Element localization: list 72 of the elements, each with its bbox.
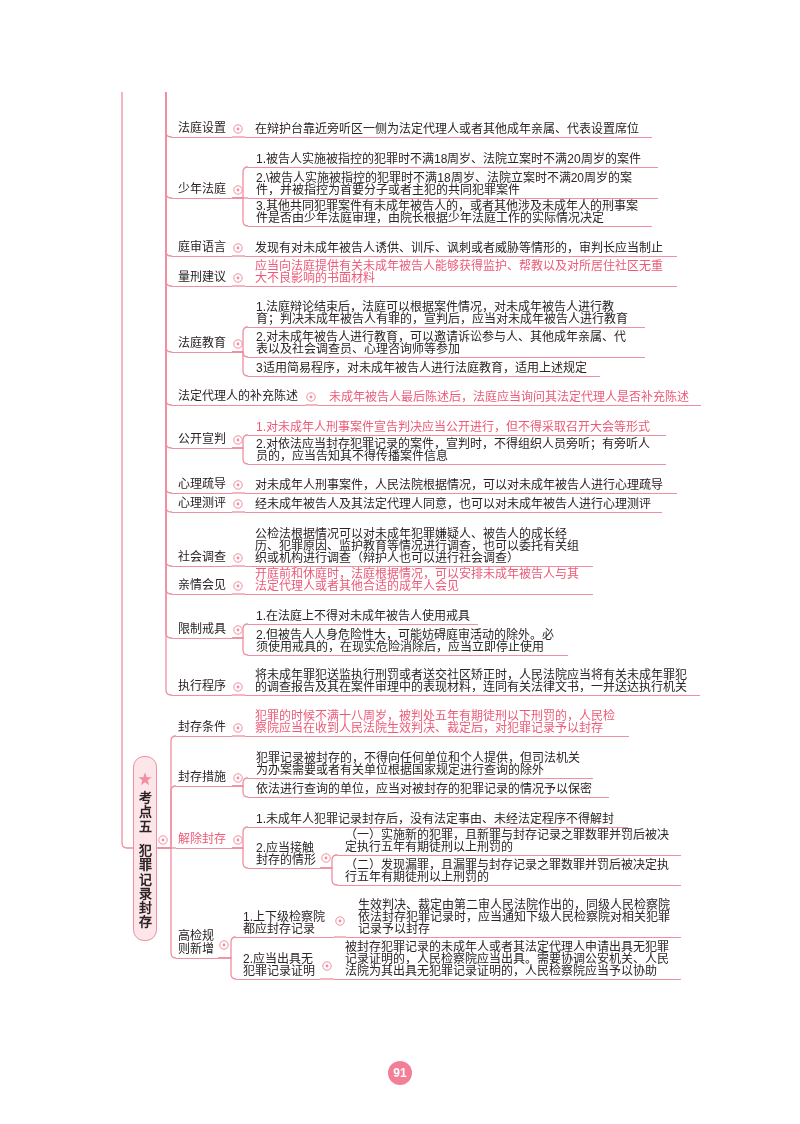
topic-label: 封存条件 [176,720,232,737]
topic-label: 法定代理人的补充陈述 [172,389,305,406]
note-text: 依法进行查询的单位，应当对被封存的犯罪记录的情况予以保密 [248,782,609,798]
note-text: 应当向法庭提供有关未成年被告人能够获得监护、帮教以及对所居住社区无重大不良影响的书面材料 [245,259,677,287]
connector-line [231,847,249,869]
connector-line [231,511,246,513]
note-text: 被封存犯罪记录的未成年人或者其法定代理人申请出具无犯罪记录证明的，人民检察院应当出具。需要协调公安机关、人民法院为其出具无犯罪记录证明的，人民检察院应当予以协助 [334,940,681,980]
note-text: 在辩护台靠近旁听区一侧为法定代理人或者其他成年亲属、代表设置席位 [245,122,652,138]
connector-line [231,735,246,737]
page-number: 91 [388,1061,412,1085]
note-text: 犯罪记录被封存的，不得向任何单位和个人提供，但司法机关为办案需要或者有关单位根据国家规定进行查询的除外 [248,751,593,779]
connector-line [121,91,134,849]
connector-line [231,565,246,567]
note-text: 3适用简易程序，对未成年被告人进行法庭教育，适用上述规定 [248,361,600,377]
connector-line [231,492,246,494]
topic-label: 少年法庭 [172,182,232,199]
connector-line [231,785,249,798]
connector-line [231,255,246,257]
subtopic-label: 2.应当接触封存的情形 [248,841,320,869]
note-text: 对未成年人刑事案件，人民法院根据情况，可以对未成年被告人进行心理疏导 [245,478,677,494]
note-text: 开庭前和休庭时，法庭根据情况，可以安排未成年被告人与其法定代理人或者其他合适的成年人会见 [245,567,593,595]
connector-line [231,136,246,138]
note-text: 生效判决、裁定由第二审人民法院作出的，同级人民检察院依法封存犯罪记录时，应当通知下级人民检察院对相关犯罪记录予以封存 [346,898,681,938]
note-text: 2.对未成年被告人进行教育，可以邀请诉讼参与人、其他成年亲属、代表以及社会调查员、心理咨询师等参加 [248,330,645,358]
note-text: 将未成年罪犯送监执行刑罚或者送交社区矫正时，人民法院应当将有关未成年罪犯的调查报告及其在案件审理中的表现材料，连同有关法律文书，一并送达执行机关 [245,668,700,696]
note-text: 1.未成年人犯罪记录封存后，没有法定事由、未经法定程序不得解封 [248,812,628,828]
note-text: 1.被告人实施被指控的犯罪时不满18周岁、法院立案时不满20周岁的案件 [248,152,658,168]
topic-label: 解除封存 [176,832,232,849]
topic-label: 封存措施 [176,770,232,787]
subtopic-label: 2.应当出具无犯罪记录证明 [236,952,320,980]
note-text: 犯罪的时候不满十八周岁，被判处五年有期徒刑以下刑罚的，人民检察院应当在收到人民法院生效判决、裁定后，对犯罪记录予以封存 [245,709,629,737]
connector-line [231,197,249,227]
connector-line [231,694,246,696]
connector-line [319,978,335,980]
topic-label: 庭审语言 [172,240,232,257]
connector-line [231,285,246,287]
subtopic-label: 1.上下级检察院都应封存记录 [236,910,334,938]
note-text: 公检法根据情况可以对未成年犯罪嫌疑人、被告人的成长经历、犯罪原因、监护教育等情况进行调查，也可以委托有关组织或机构进行调查（辩护人也可以进行社会调查） [245,527,593,567]
topic-label: 亲情会见 [172,578,232,595]
topic-label: 心理测评 [172,496,232,513]
note-text: 1.法庭辩论结束后，法庭可以根据案件情况，对未成年被告人进行教育；判决未成年被告人有罪的，宣判后，应当对未成年被告人进行教育 [248,300,645,328]
note-text: 经未成年被告人及其法定代理人同意，也可以对未成年被告人进行心理测评 [245,497,662,513]
vertical-heading: 犯罪记录封存 [138,844,152,930]
note-text: 3.其他共同犯罪案件有未成年被告人的，或者其他涉及未成年人的刑事案件是否由少年法庭审理，由院长根据少年法庭工作的实际情况决定 [248,199,652,227]
topic-label: 心理疏导 [172,477,232,494]
connector-line [231,447,249,465]
note-text: （二）发现漏罪，且漏罪与封存记录之罪数罪并罚后被决定执行五年有期徒刑以上刑罚的 [338,858,681,886]
connector-line [217,957,237,980]
connector-line [333,936,347,938]
topic-label: 高检规则新增 [176,929,218,959]
topic-label: 社会调查 [172,550,232,567]
connector-line [304,404,319,406]
note-text: 2.\被告人实施被指控的犯罪时不满18周岁、法院立案时不满20周岁的案件，并被指控为首要分子或者主犯的共同犯罪案件 [248,171,658,199]
connector-line [231,593,246,595]
topic-label: 法庭设置 [172,121,232,138]
topic-label: 量刑建议 [172,270,232,287]
topic-label: 限制戒具 [172,622,232,639]
connector-line [156,847,177,959]
note-text: 2.但被告人人身危险性大，可能妨碍庭审活动的除外。必须使用戒具的，在现实危险消除后，应当立即停止使用 [248,628,568,656]
note-text: 1.在法庭上不得对未成年被告人使用戒具 [248,609,478,625]
connector-line [231,637,249,656]
topic-label: 执行程序 [172,679,232,696]
vertical-heading: 考点五 [138,791,152,834]
topic-label: 法庭教育 [172,336,232,353]
connector-line [319,867,339,886]
note-text: 未成年被告人最后陈述后，法庭应当询问其法定代理人是否补充陈述 [318,390,701,406]
topic-label: 公开宣判 [172,432,232,449]
note-text: 2.对依法应当封存犯罪记录的案件，宣判时，不得组织人员旁听；有旁听人员的，应当告知其不得传播案件信息 [248,437,666,465]
note-text: 发现有对未成年被告人诱供、训斥、讽刺或者威胁等情形的，审判长应当制止 [245,241,677,257]
note-text: （一）实施新的犯罪，且新罪与封存记录之罪数罪并罚后被决定执行五年有期徒刑以上刑罚的 [338,828,681,856]
note-text: 1.对未成年人刑事案件宣告判决应当公开进行，但不得采取召开大会等形式 [248,420,666,436]
heading-box [133,756,157,941]
